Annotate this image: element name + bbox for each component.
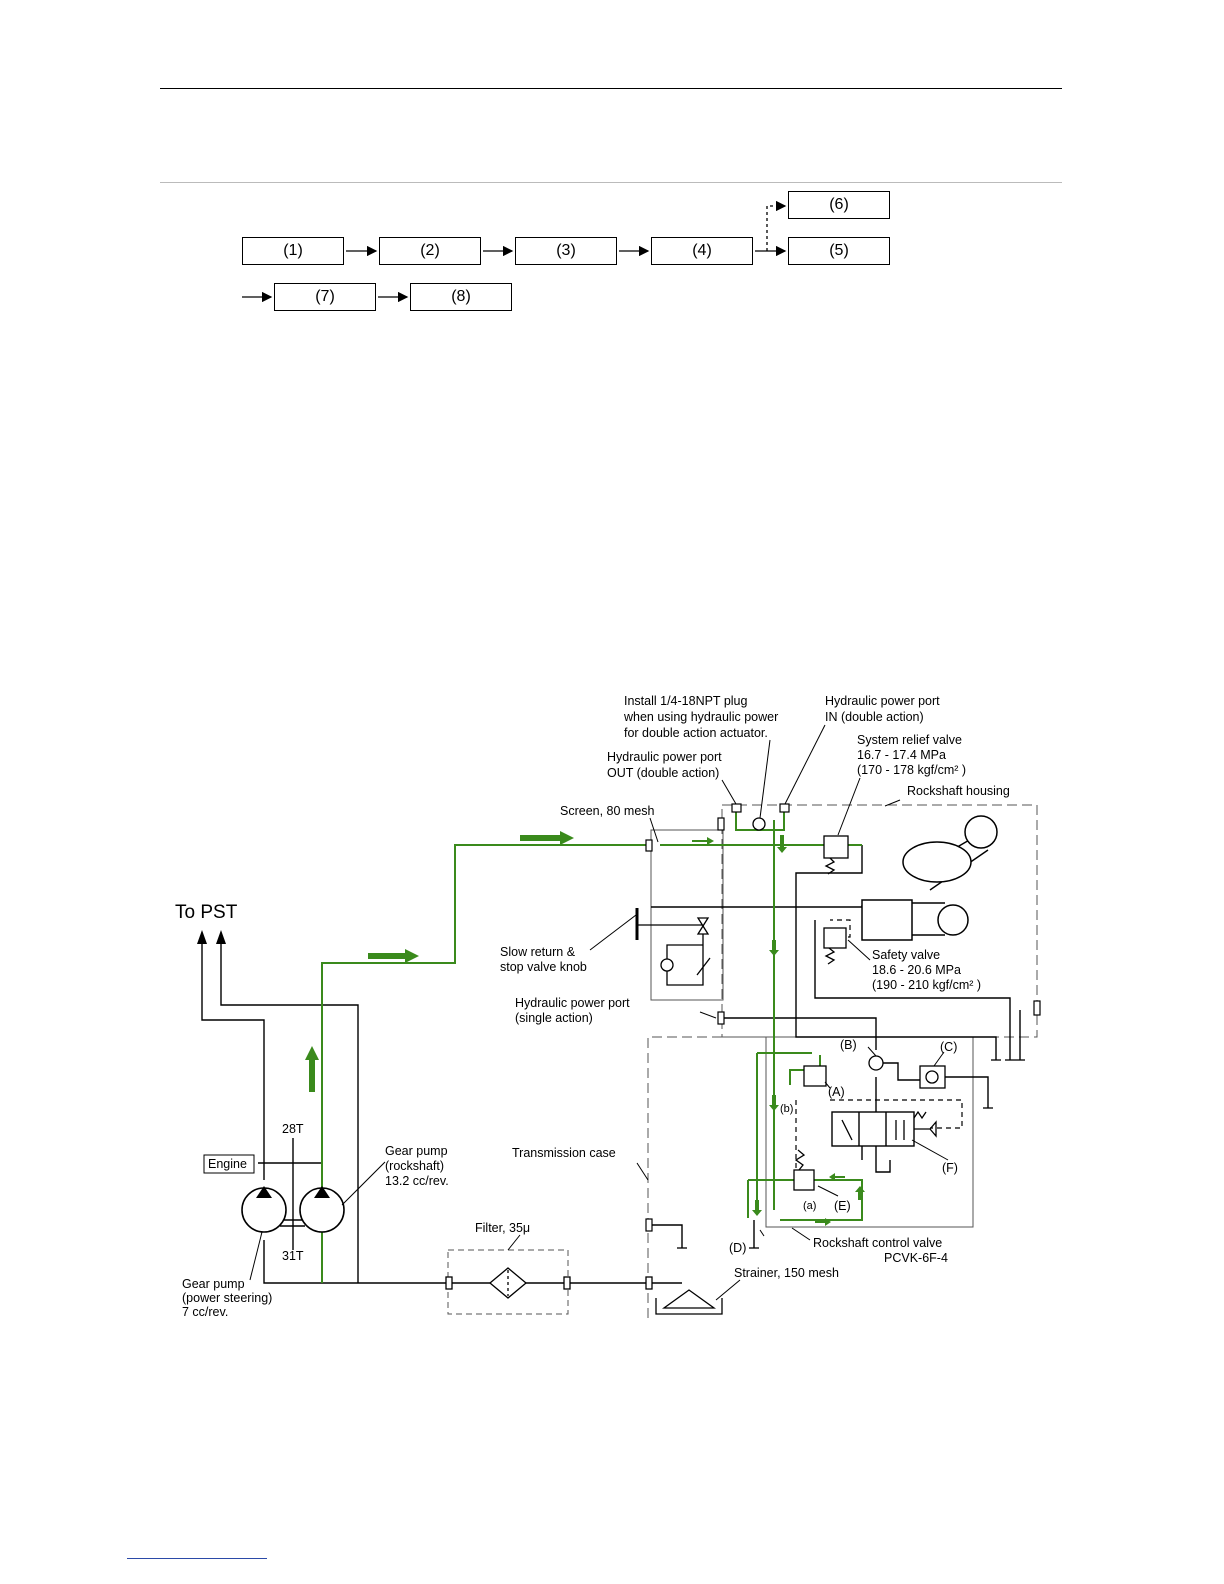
label-teeth-28: 28T: [282, 1122, 304, 1136]
label-engine: Engine: [208, 1157, 247, 1171]
label-power-single-1: Hydraulic power port: [515, 996, 630, 1010]
pressure-lines: [321, 812, 863, 1283]
label-safety-1: Safety valve: [872, 948, 940, 962]
section-rule: [160, 182, 1062, 183]
valve-e: [793, 1149, 815, 1191]
label-safety-3: (190 - 210 kgf/cm² ): [872, 978, 981, 992]
label-mark-c: (C): [940, 1040, 957, 1054]
label-gear-pump-rs-3: 13.2 cc/rev.: [385, 1174, 449, 1188]
label-strainer: Strainer, 150 mesh: [734, 1266, 839, 1280]
label-filter: Filter, 35μ: [475, 1221, 530, 1235]
label-power-out-2: OUT (double action): [607, 766, 719, 780]
label-power-in-2: IN (double action): [825, 710, 924, 724]
label-teeth-31: 31T: [282, 1249, 304, 1263]
label-gear-pump-ps-3: 7 cc/rev.: [182, 1305, 228, 1319]
gear-pump-power-steering: [241, 1186, 287, 1233]
flow-step-1: (1): [242, 237, 344, 265]
flow-step-6: (6): [788, 191, 890, 219]
label-gear-pump-rs-2: (rockshaft): [385, 1159, 444, 1173]
label-install-plug-3: for double action actuator.: [624, 726, 768, 740]
engine-box: [203, 1154, 255, 1174]
header-rule: [160, 88, 1062, 89]
label-control-valve-2: PCVK-6F-4: [884, 1251, 948, 1265]
system-relief-valve: [823, 835, 849, 875]
label-control-valve-1: Rockshaft control valve: [813, 1236, 942, 1250]
label-to-pst: To PST: [175, 902, 238, 923]
flow-step-2: (2): [379, 237, 481, 265]
to-pst-arrows: [197, 930, 226, 944]
check-valve-c: [919, 1065, 946, 1089]
flowchart-arrows: [242, 200, 787, 303]
slow-return-valve: [635, 908, 711, 986]
flow-arrows: [305, 831, 865, 1226]
flow-step-4: (4): [651, 237, 753, 265]
label-power-in-1: Hydraulic power port: [825, 694, 940, 708]
flow-step-8: (8): [410, 283, 512, 311]
label-mark-e: (E): [834, 1199, 851, 1213]
label-gear-pump-ps-1: Gear pump: [182, 1277, 245, 1291]
flow-step-5: (5): [788, 237, 890, 265]
check-valve-top: [752, 817, 766, 831]
port-plugs: [645, 803, 1041, 1232]
drain-symbols: [677, 1059, 1025, 1249]
label-mark-a-lower: (a): [803, 1200, 816, 1212]
label-slow-return-1: Slow return &: [500, 945, 576, 959]
label-power-single-2: (single action): [515, 1011, 593, 1025]
label-relief-3: (170 - 178 kgf/cm² ): [857, 763, 966, 777]
label-relief-2: 16.7 - 17.4 MPa: [857, 748, 946, 762]
label-slow-return-2: stop valve knob: [500, 960, 587, 974]
flow-step-7: (7): [274, 283, 376, 311]
gear-pump-rockshaft: [299, 1186, 345, 1233]
label-mark-a-upper: (A): [828, 1085, 845, 1099]
label-transmission-case: Transmission case: [512, 1146, 616, 1160]
rockshaft-housing-outline: [721, 804, 1038, 1038]
label-mark-b-upper: (B): [840, 1038, 857, 1052]
label-mark-d: (D): [729, 1241, 746, 1255]
rockshaft-cylinder: [861, 815, 998, 941]
control-spool: [841, 1110, 937, 1141]
flow-step-3: (3): [515, 237, 617, 265]
label-mark-b-lower: (b): [780, 1103, 793, 1115]
label-power-out-1: Hydraulic power port: [607, 750, 722, 764]
label-safety-2: 18.6 - 20.6 MPa: [872, 963, 961, 977]
footer-rule: [127, 1558, 267, 1559]
valve-block-outline: [650, 829, 724, 1001]
label-gear-pump-rs-1: Gear pump: [385, 1144, 448, 1158]
safety-valve: [823, 927, 847, 965]
leader-lines: [249, 724, 949, 1301]
strainer-element: [655, 1289, 723, 1315]
label-install-plug-2: when using hydraulic power: [623, 710, 778, 724]
check-valve-b: [868, 1055, 884, 1071]
label-gear-pump-ps-2: (power steering): [182, 1291, 272, 1305]
label-mark-f: (F): [942, 1161, 958, 1175]
label-install-plug-1: Install 1/4-18NPT plug: [624, 694, 747, 708]
valve-a: [803, 1065, 827, 1087]
label-screen: Screen, 80 mesh: [560, 804, 655, 818]
label-relief-1: System relief valve: [857, 733, 962, 747]
label-rockshaft-housing: Rockshaft housing: [907, 784, 1010, 798]
filter-element: [445, 1267, 653, 1299]
